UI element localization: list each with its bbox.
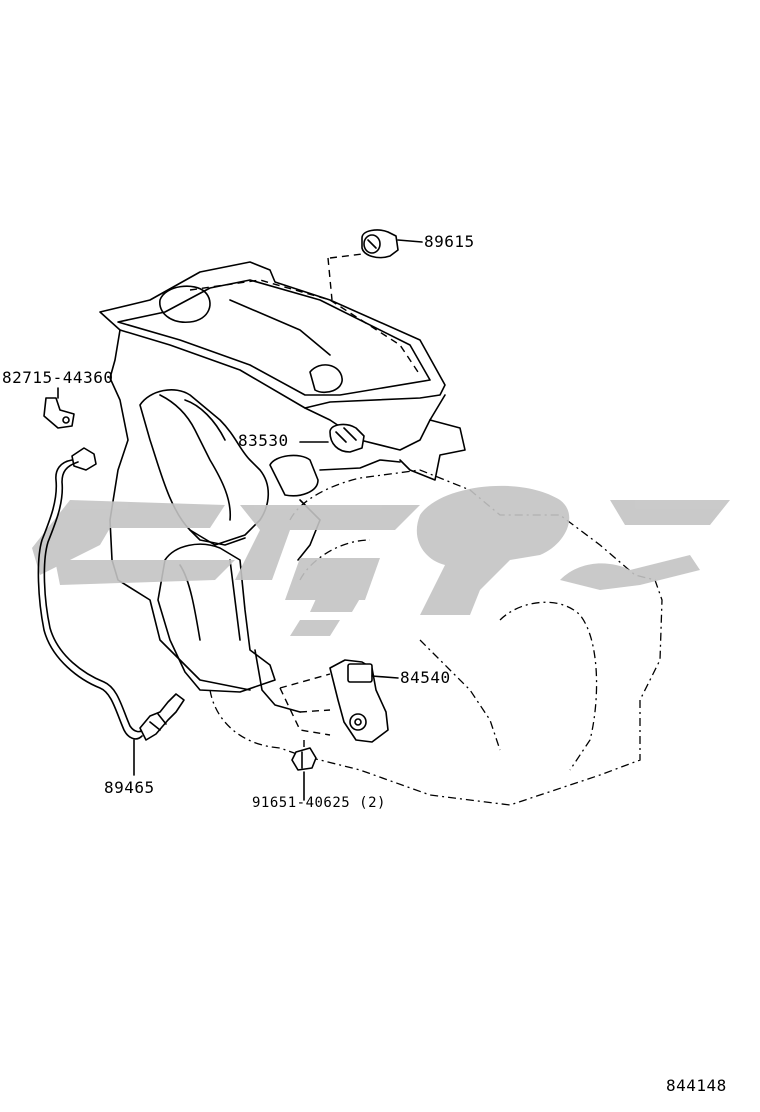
engine-outline bbox=[99, 261, 663, 806]
part-83530-switch bbox=[299, 423, 365, 453]
part-84540-sensor bbox=[279, 659, 399, 743]
part-89615-sensor bbox=[327, 229, 423, 301]
callout-89615: 89615 bbox=[424, 232, 475, 251]
callout-89465: 89465 bbox=[104, 778, 155, 797]
callout-84540: 84540 bbox=[400, 668, 451, 687]
part-89465-oxygen-sensor bbox=[37, 447, 185, 776]
part-91651-bolt bbox=[291, 740, 317, 801]
figure-number: 844148 bbox=[666, 1076, 727, 1095]
watermark-logo bbox=[32, 485, 730, 636]
callout-83530: 83530 bbox=[238, 431, 289, 450]
callout-82715-44360: 82715-44360 bbox=[2, 368, 114, 387]
part-82715-bracket bbox=[43, 387, 75, 429]
callout-91651-40625: 91651-40625 (2) bbox=[252, 795, 386, 811]
